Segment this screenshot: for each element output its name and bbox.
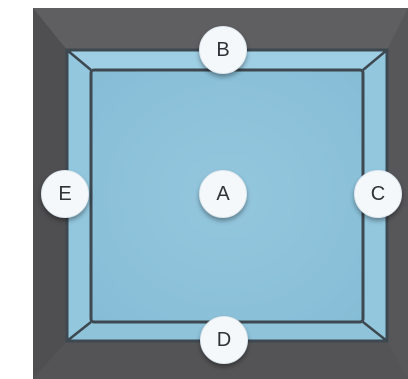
label-marker-a: A: [199, 170, 247, 218]
label-marker-b: B: [199, 26, 247, 74]
label-marker-d: D: [200, 316, 248, 364]
miter-bottom-right: [362, 321, 388, 342]
miter-top-left: [66, 49, 92, 71]
label-marker-c: C: [354, 170, 402, 218]
miter-bottom-left: [66, 321, 92, 342]
label-marker-e: E: [41, 170, 89, 218]
miter-top-right: [362, 49, 388, 71]
